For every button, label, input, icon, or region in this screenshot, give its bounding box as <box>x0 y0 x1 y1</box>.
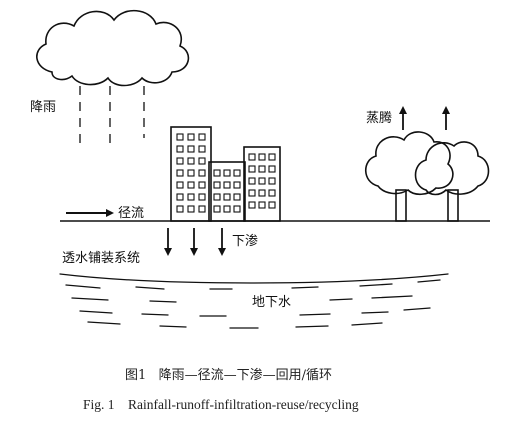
building-window <box>187 133 195 141</box>
figure-caption-cn: 图1 降雨—径流—下渗—回用/循环 <box>125 368 332 383</box>
building-window <box>223 205 231 213</box>
building-window <box>233 205 241 213</box>
building-window <box>248 153 256 161</box>
building-window <box>176 181 184 189</box>
building-window <box>198 145 206 153</box>
building-window <box>198 133 206 141</box>
building-window <box>258 201 266 209</box>
permeable-paving-label: 透水铺装系统 <box>62 251 140 266</box>
building-window <box>176 157 184 165</box>
rain-label: 降雨 <box>30 100 56 115</box>
trees-icon <box>364 131 490 222</box>
runoff-label: 径流 <box>118 206 144 221</box>
building-window <box>213 169 221 177</box>
building-window <box>187 205 195 213</box>
building-window <box>223 181 231 189</box>
building-window <box>198 205 206 213</box>
figure-caption-en: Fig. 1 Rainfall-runoff-infiltration-reus… <box>83 397 359 412</box>
building-window <box>213 205 221 213</box>
building-window <box>268 165 276 173</box>
building-window <box>187 145 195 153</box>
building-window <box>258 165 266 173</box>
groundwater-label: 地下水 <box>252 295 291 310</box>
cloud-icon <box>36 9 190 87</box>
building-window <box>176 169 184 177</box>
building-window <box>248 201 256 209</box>
building-window <box>187 157 195 165</box>
building-window <box>248 177 256 185</box>
buildings-icon <box>170 126 281 222</box>
building-window <box>248 189 256 197</box>
infiltration-arrows <box>164 228 226 256</box>
building-window <box>187 193 195 201</box>
building-window <box>198 193 206 201</box>
building-window <box>233 181 241 189</box>
building-window <box>233 193 241 201</box>
building-window <box>176 145 184 153</box>
building-window <box>268 177 276 185</box>
building-window <box>248 165 256 173</box>
building-window <box>268 201 276 209</box>
building-window <box>258 189 266 197</box>
building-window <box>176 205 184 213</box>
building-window <box>268 189 276 197</box>
building-window <box>258 153 266 161</box>
groundwater-lines <box>59 273 449 329</box>
building-window <box>176 133 184 141</box>
rain-streaks <box>79 86 145 148</box>
infiltration-label: 下渗 <box>232 234 258 249</box>
building-window <box>268 153 276 161</box>
building-window <box>198 181 206 189</box>
building-window <box>213 193 221 201</box>
building-window <box>187 181 195 189</box>
building-window <box>198 157 206 165</box>
building-window <box>223 169 231 177</box>
building-window <box>223 193 231 201</box>
evaporation-arrows <box>399 106 450 130</box>
building-window <box>233 169 241 177</box>
building-window <box>198 169 206 177</box>
evaporation-label: 蒸腾 <box>366 110 392 126</box>
building-window <box>213 181 221 189</box>
building-window <box>187 169 195 177</box>
building-window <box>176 193 184 201</box>
building-window <box>258 177 266 185</box>
